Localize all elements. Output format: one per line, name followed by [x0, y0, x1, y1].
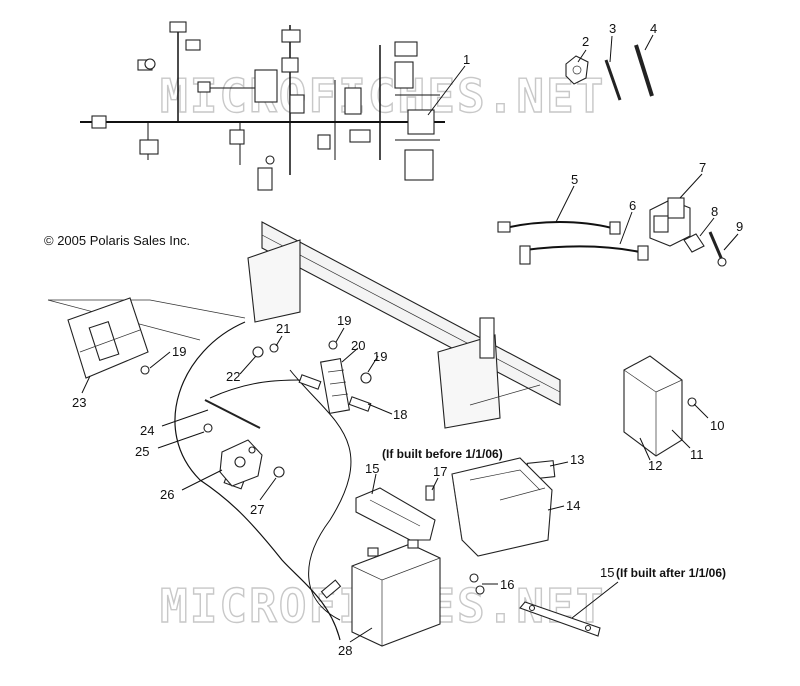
callout-13: 13 — [570, 452, 584, 467]
callout-24: 24 — [140, 423, 154, 438]
callout-18: 18 — [393, 407, 407, 422]
callout-26: 26 — [160, 487, 174, 502]
sensor-lead-6 — [519, 245, 649, 265]
callout-19-top: 19 — [337, 313, 351, 328]
callouts: 1 2 3 4 5 6 7 8 9 10 11 12 13 14 15 16 1… — [72, 21, 743, 658]
callout-27: 27 — [250, 502, 264, 517]
terminal-block-20 — [319, 358, 351, 414]
callout-8: 8 — [711, 204, 718, 219]
callout-12: 12 — [648, 458, 662, 473]
control-module-11 — [623, 355, 683, 457]
sensor-lead-5 — [497, 221, 621, 235]
callout-22: 22 — [226, 369, 240, 384]
copyright-text: © 2005 Polaris Sales Inc. — [44, 233, 190, 248]
callout-15-after: 15 — [600, 565, 614, 580]
fuse-8 — [683, 233, 705, 253]
callout-11: 11 — [690, 447, 704, 462]
note-built-before: (If built before 1/1/06) — [382, 447, 503, 461]
battery-box-14 — [451, 457, 553, 557]
callout-16: 16 — [500, 577, 514, 592]
bracket-15-before — [355, 487, 436, 541]
callout-25: 25 — [135, 444, 149, 459]
cover-23 — [47, 297, 246, 379]
battery-28 — [351, 539, 441, 647]
callout-17: 17 — [433, 464, 447, 479]
callout-7: 7 — [699, 160, 706, 175]
callout-10: 10 — [710, 418, 724, 433]
callout-4: 4 — [650, 21, 657, 36]
callout-19-left: 19 — [172, 344, 186, 359]
leader-lines — [81, 34, 739, 643]
frame-rail — [247, 221, 561, 429]
callout-5: 5 — [571, 172, 578, 187]
wiring-harness — [80, 21, 445, 191]
callout-2: 2 — [582, 34, 589, 49]
bracket-15-after — [519, 601, 601, 637]
callout-28: 28 — [338, 643, 352, 658]
cable-3 — [604, 59, 622, 101]
callout-14: 14 — [566, 498, 580, 513]
callout-15: 15 — [365, 461, 379, 476]
callout-6: 6 — [629, 198, 636, 213]
callout-21: 21 — [276, 321, 290, 336]
callout-19-right: 19 — [373, 349, 387, 364]
callout-23: 23 — [72, 395, 86, 410]
note-built-after: (If built after 1/1/06) — [616, 566, 726, 580]
watermark-top: MICROFICHES.NET — [160, 69, 605, 123]
grommet-2 — [565, 55, 589, 85]
callout-9: 9 — [736, 219, 743, 234]
relay-block-7 — [649, 197, 691, 247]
callout-20: 20 — [351, 338, 365, 353]
cable-4 — [634, 44, 654, 97]
bolt-9 — [708, 231, 727, 267]
solenoid-26 — [219, 439, 263, 487]
callout-3: 3 — [609, 21, 616, 36]
callout-1: 1 — [463, 52, 470, 67]
